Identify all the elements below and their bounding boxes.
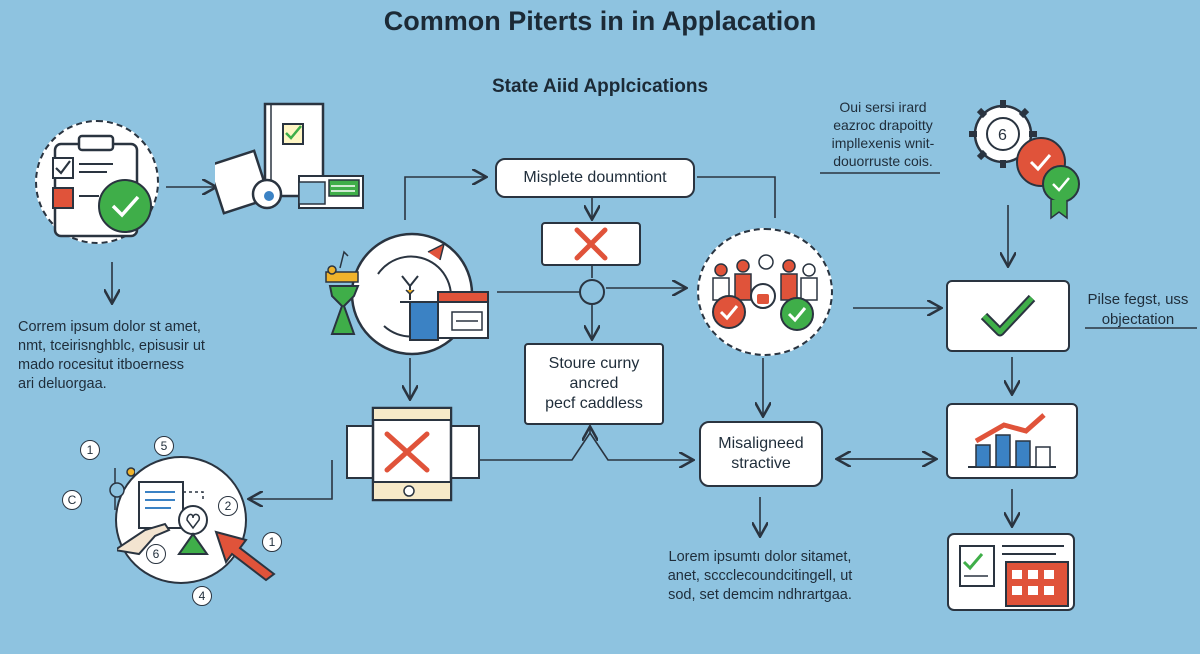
top-right-note: Oui sersi irard eazroc drapoitty impllex…	[831, 99, 935, 169]
svg-text:6: 6	[998, 127, 1007, 144]
step-number: 1	[262, 532, 282, 552]
junction-node	[579, 279, 605, 305]
left-note: Correm ipsum dolor st amet, nmt, tceiris…	[18, 319, 205, 392]
step-number: C	[62, 490, 82, 510]
hand-pointer-icon	[112, 481, 209, 556]
bottom-note: Lorem ipsumtı dolor sitamet, anet, scccl…	[667, 549, 853, 603]
clipboard-circle	[35, 120, 159, 244]
check-mark-icon	[980, 294, 1036, 337]
documents-icon	[215, 102, 364, 215]
approval-check-box	[946, 280, 1070, 352]
scroll-reject-icon	[346, 406, 480, 502]
node-stoure-caddless: Stoure curny ancred pecf caddless	[524, 343, 664, 425]
step-number: 4	[192, 586, 212, 606]
connector-dots	[109, 467, 135, 510]
clipboard-icon	[52, 134, 152, 238]
red-arrow-icon	[214, 530, 276, 582]
x-mark-icon	[574, 227, 608, 261]
step-number: 2	[218, 496, 238, 516]
hand-process-circle	[112, 456, 247, 584]
pilse-objectation-label: Pilse fegst, uss objectation	[1087, 291, 1189, 328]
calendar-checklist-icon	[947, 533, 1075, 611]
bar-chart-icon	[968, 413, 1056, 468]
step-number: 1	[80, 440, 100, 460]
error-x-box	[541, 222, 641, 266]
diagram-subtitle: State Aiid Applcications	[491, 76, 709, 97]
people-circle	[697, 228, 833, 356]
cycle-tool-icon	[325, 232, 489, 356]
node-misaligned-structure: Misaligneed stractive	[699, 421, 823, 487]
step-number: 6	[146, 544, 166, 564]
chart-box	[946, 403, 1078, 479]
gear-badge-icon: 6	[969, 100, 1080, 220]
node-misplete-document: Misplete doumntiont	[495, 158, 695, 198]
step-number: 5	[154, 436, 174, 456]
diagram-title: Common Piterts in in Applacation	[383, 6, 817, 36]
team-icon	[712, 254, 818, 331]
